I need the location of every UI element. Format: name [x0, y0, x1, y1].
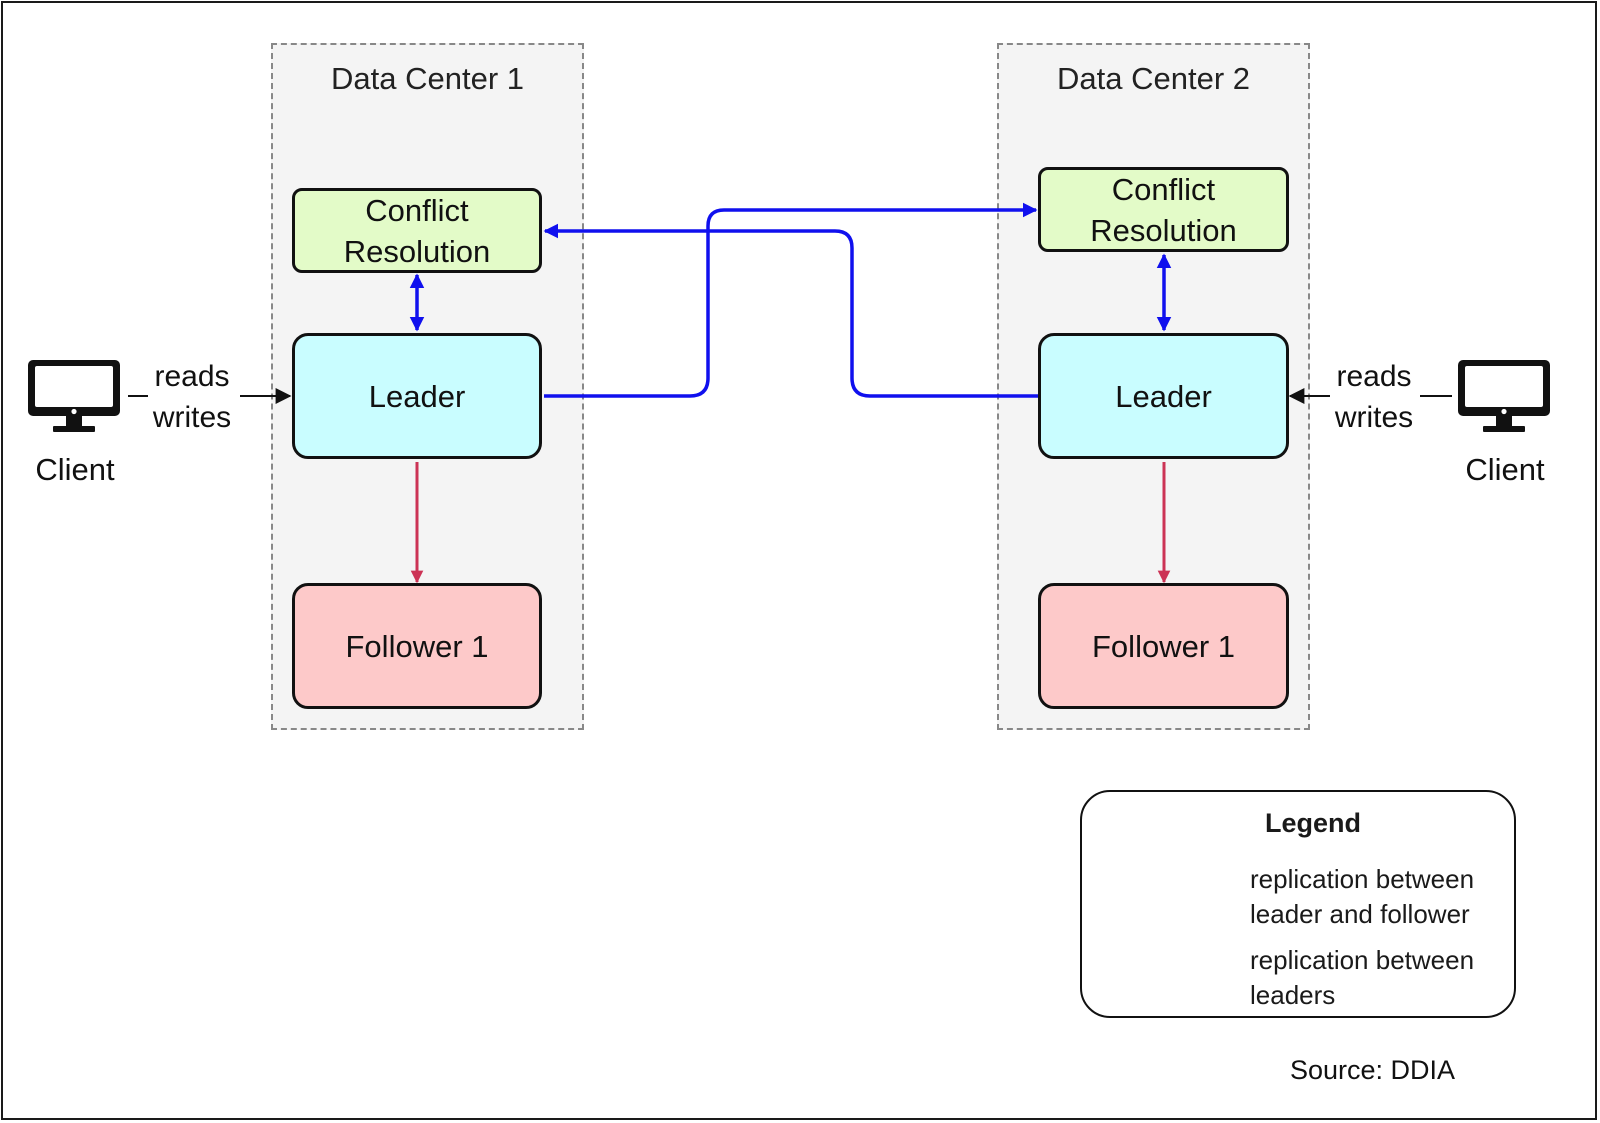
conflict-resolution-1-line-1: Conflict — [365, 192, 469, 228]
leader-1: Leader — [292, 333, 542, 459]
client-1-writes: writes — [152, 401, 232, 434]
follower-1-dc1-label: Follower 1 — [345, 628, 489, 664]
leader-1-label: Leader — [368, 378, 466, 414]
client-1-reads-writes: reads writes — [141, 356, 243, 438]
legend-item-blue: replication between leaders — [1250, 943, 1474, 1013]
conflict-resolution-1: Conflict Resolution — [292, 188, 542, 273]
follower-1-dc1: Follower 1 — [292, 583, 542, 709]
legend-item-red-line-1: replication between — [1250, 864, 1475, 894]
leader-2: Leader — [1038, 333, 1289, 459]
client-2-reads: reads — [1336, 360, 1412, 393]
data-center-2-title: Data Center 2 — [1057, 61, 1250, 96]
source-note: Source: DDIA — [1290, 1055, 1456, 1085]
conflict-resolution-2: Conflict Resolution — [1038, 167, 1289, 252]
monitor-icon — [28, 360, 120, 432]
client-2-reads-writes: reads writes — [1323, 356, 1425, 438]
leader2-to-conflict-resolution1-line — [543, 223, 1040, 398]
client-1-reads: reads — [154, 360, 230, 393]
monitor-icon — [1458, 360, 1550, 432]
legend: Legend replication between leader and fo… — [1080, 790, 1516, 1018]
conflict-resolution-2-line-1: Conflict — [1111, 171, 1216, 207]
follower-1-dc2-label: Follower 1 — [1092, 628, 1235, 664]
legend-item-blue-line-2: leaders — [1250, 980, 1336, 1010]
leader-2-label: Leader — [1115, 378, 1212, 414]
client-1-label: Client — [35, 452, 115, 487]
leader1-to-conflict-resolution2-line — [544, 202, 1038, 398]
conflict-resolution-2-line-2: Resolution — [1090, 212, 1237, 248]
legend-item-red: replication between leader and follower — [1250, 862, 1474, 932]
follower-1-dc2: Follower 1 — [1038, 583, 1289, 709]
client-2-label: Client — [1465, 452, 1545, 487]
legend-item-red-line-2: leader and follower — [1250, 899, 1470, 929]
data-center-1-title: Data Center 1 — [331, 61, 524, 96]
legend-item-blue-line-1: replication between — [1250, 945, 1475, 975]
conflict-resolution-1-line-2: Resolution — [343, 233, 491, 269]
client-2-writes: writes — [1334, 401, 1414, 434]
legend-title: Legend — [1264, 808, 1361, 838]
